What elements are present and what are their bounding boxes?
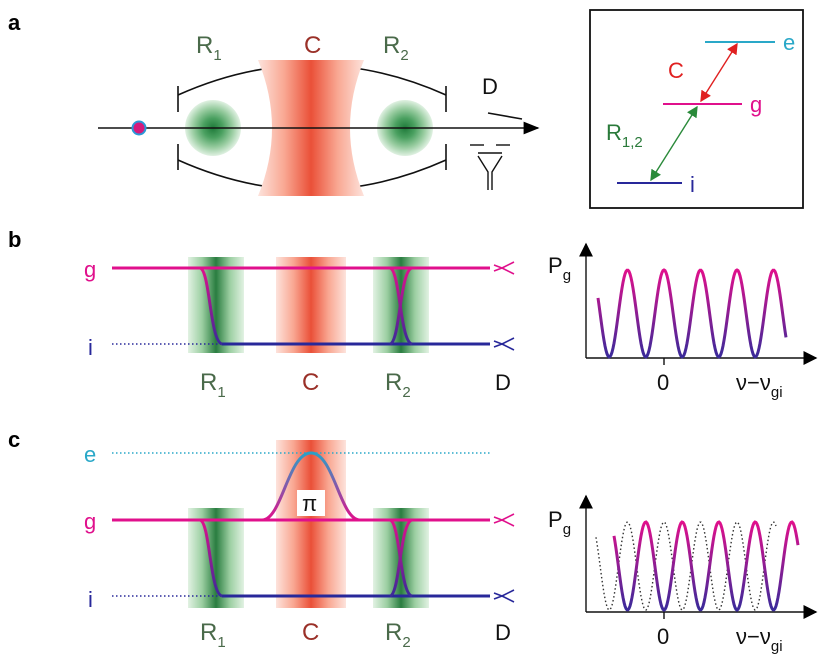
panel-c-state-i: i [88,587,93,612]
level-g-label: g [750,92,762,117]
detector-plate [487,112,523,120]
panel-b-state-i: i [88,335,93,360]
panel-b-detector-i-icon [493,337,515,351]
panel-b-c-zone [276,257,346,353]
panel-b-label-c: C [302,369,319,396]
panel-c-c-zone [276,440,346,608]
panel-c-plot-ylabel: Pg [548,507,571,538]
panel-c-fringe-curve [612,520,800,612]
panel-b-label-r1: R1 [200,369,226,401]
label-d: D [482,74,498,99]
panel-b-fringe-curve [596,268,788,359]
level-scheme-box [589,9,804,209]
panel-c-pi-pulse-curve [261,451,361,522]
transition-r-label: R1,2 [606,120,643,151]
detector-icon [470,144,510,190]
panel-c-state-e: e [84,442,96,467]
panel-c-pi-box [297,490,325,516]
panel-c-detector-i-icon [493,589,515,603]
panel-b-state-g: g [84,257,96,282]
panel-c-r1-transfer [198,518,223,598]
atom [131,120,147,136]
panel-b-plot-xlabel: ν−νgi [736,370,783,401]
panel-c-label: c [8,427,20,452]
panel-c-label-c: C [302,619,319,646]
label-r2: R2 [383,32,409,64]
panel-b-r2-down [388,266,413,346]
transition-r-arrow [650,105,698,182]
panel-c-state-g: g [84,509,96,534]
panel-c-r1-zone [188,508,244,608]
panel-b-label-r2: R2 [385,369,411,401]
level-i-label: i [690,172,695,197]
label-r1: R1 [196,32,222,64]
panel-b-plot-xtick: 0 [657,370,669,395]
panel-c-plot-xtick: 0 [657,624,669,649]
panel-c-label-d: D [495,620,511,645]
level-e-label: e [783,30,795,55]
panel-c-label-r2: R2 [385,619,411,651]
panel-c-plot-xlabel: ν−νgi [736,624,783,655]
panel-b-r1-transfer [198,266,223,346]
panel-b-label-d: D [495,370,511,395]
panel-c: c π e g i R1 C R2 D Pg 0 ν−νgi [8,427,818,655]
panel-b-plot-ylabel: Pg [548,253,571,284]
panel-c-pi-label: π [302,491,317,516]
panel-b-detector-g-icon [493,261,515,275]
transition-c-arrow [700,42,738,103]
panel-c-detector-g-icon [493,513,515,527]
panel-b: b g i R1 C R2 D Pg 0 ν−νgi [8,227,818,401]
panel-b-label: b [8,227,21,252]
panel-a: a R1 C R2 D [8,9,804,209]
panel-c-r2-down [388,518,413,598]
label-c: C [304,32,321,59]
panel-a-label: a [8,10,21,35]
panel-c-label-r1: R1 [200,619,226,651]
transition-c-label: C [668,58,684,83]
